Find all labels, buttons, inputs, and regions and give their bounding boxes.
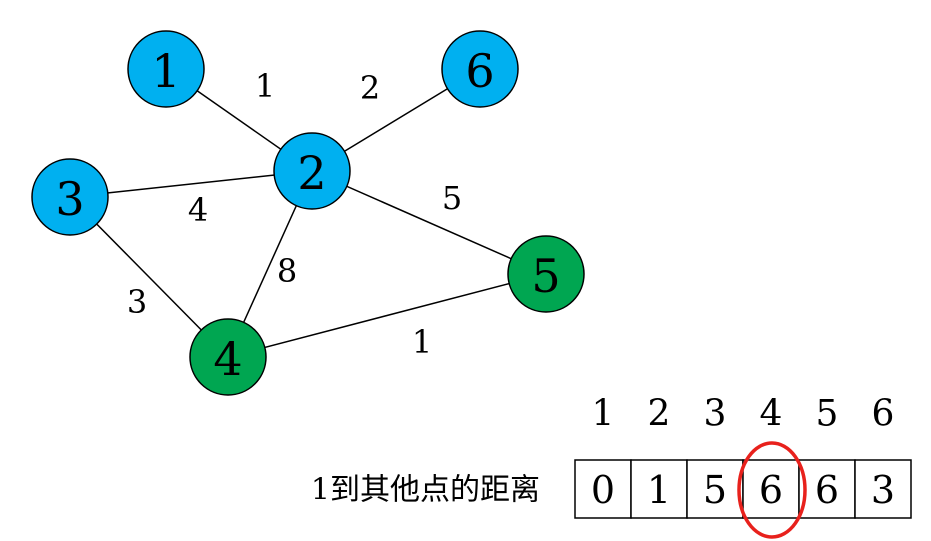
- distance-cell-value-5: 6: [815, 468, 839, 512]
- node-label-4: 4: [213, 332, 242, 386]
- distance-cell-value-4: 6: [759, 468, 783, 512]
- edge-weight-3-2: 4: [188, 191, 208, 229]
- distance-table-caption: 1到其他点的距离: [311, 473, 540, 508]
- node-5: 5: [507, 235, 585, 313]
- node-3: 3: [31, 158, 109, 236]
- column-header-4: 4: [760, 394, 783, 435]
- node-label-3: 3: [55, 172, 84, 226]
- nodes-layer: 1 2 3 4 5 6: [31, 30, 585, 396]
- distance-cell-box-1: [574, 459, 632, 519]
- distance-cell-value-6: 3: [871, 468, 895, 512]
- distance-cell-box-4: [742, 459, 800, 519]
- node-circle-2: [273, 132, 351, 210]
- distance-cell-box-5: [798, 459, 856, 519]
- distance-cell-value-1: 0: [591, 468, 615, 512]
- edge-weight-2-4: 8: [277, 252, 297, 290]
- node-label-2: 2: [297, 146, 326, 200]
- node-label-5: 5: [531, 249, 560, 303]
- edge-weight-4-5: 1: [412, 323, 432, 361]
- node-circle-3: [31, 158, 109, 236]
- column-header-6: 6: [872, 394, 895, 435]
- node-6: 6: [441, 30, 519, 108]
- distance-cell-value-3: 5: [703, 468, 727, 512]
- node-circle-1: [127, 30, 205, 108]
- edge-weight-1-2: 1: [255, 67, 275, 105]
- edge-3-2: [69, 170, 313, 198]
- highlight-circle: [737, 441, 807, 539]
- node-circle-4: [189, 318, 267, 396]
- column-header-5: 5: [816, 394, 839, 435]
- edge-2-5: [311, 170, 547, 275]
- column-header-1: 1: [592, 394, 615, 435]
- node-label-6: 6: [465, 44, 494, 98]
- node-1: 1: [127, 30, 205, 108]
- edge-weight-3-4: 3: [127, 283, 147, 321]
- node-4: 4: [189, 318, 267, 396]
- node-2: 2: [273, 132, 351, 210]
- node-circle-5: [507, 235, 585, 313]
- edge-weight-2-6: 2: [360, 69, 380, 107]
- edge-weights-layer: 1 2 4 5 8 3 1: [127, 67, 462, 361]
- distance-cell-box-6: [854, 459, 912, 519]
- column-header-2: 2: [648, 394, 671, 435]
- distance-cell-box-3: [686, 459, 744, 519]
- edge-4-5: [227, 273, 547, 358]
- node-circle-6: [441, 30, 519, 108]
- edge-weight-2-5: 5: [442, 179, 462, 217]
- distance-cell-value-2: 1: [647, 468, 671, 512]
- node-label-1: 1: [151, 44, 180, 98]
- column-header-3: 3: [704, 394, 727, 435]
